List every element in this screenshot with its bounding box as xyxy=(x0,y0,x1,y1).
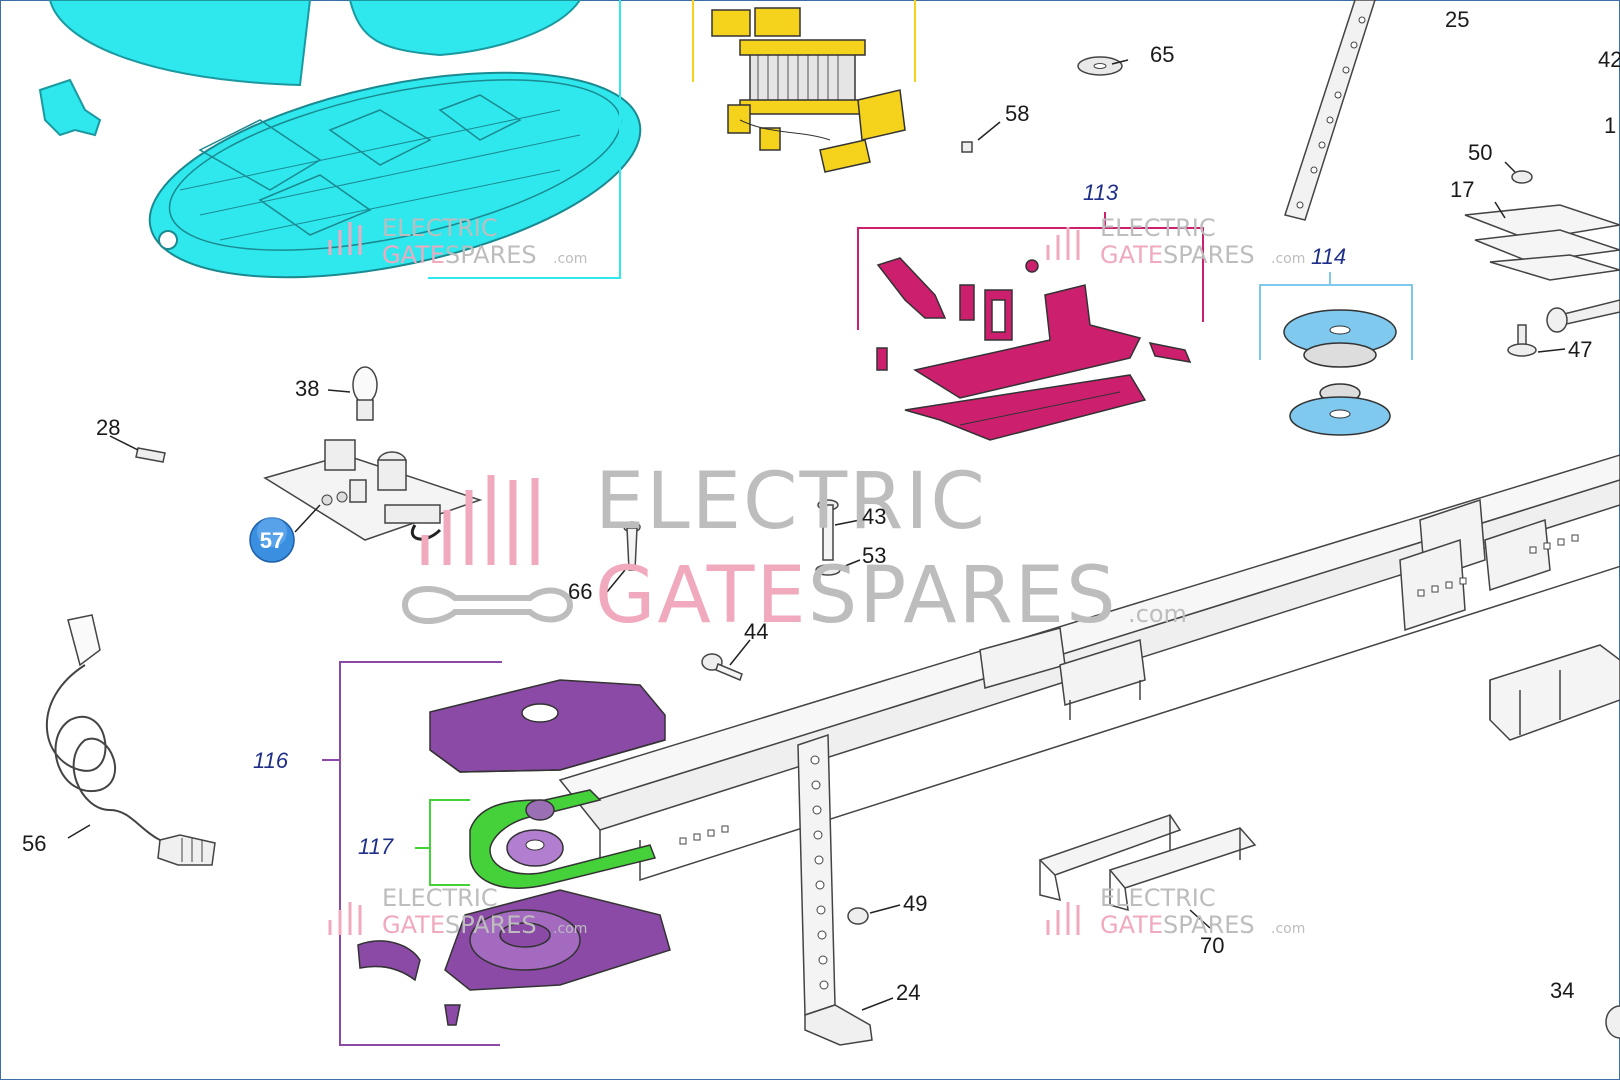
wm4-line2: GATESPARES xyxy=(1100,911,1255,939)
watermark-large: ELECTRIC GATESPARES .com xyxy=(401,457,1187,641)
watermark-small-tl: ELECTRIC GATESPARES .com xyxy=(328,214,587,269)
callout-47: 47 xyxy=(1568,337,1592,362)
callout-labels: 25 42 1 65 58 50 17 47 38 28 43 53 66 44… xyxy=(22,7,1620,1005)
wm1-line1: ELECTRIC xyxy=(382,214,498,242)
wm3-line2: GATESPARES xyxy=(382,911,537,939)
watermark-logo-icon xyxy=(328,902,362,935)
group-label-116: 116 xyxy=(253,748,289,773)
callout-44: 44 xyxy=(744,619,768,644)
carriage-group-113 xyxy=(857,212,1204,441)
callout-66: 66 xyxy=(568,579,592,604)
callout-38: 38 xyxy=(295,376,319,401)
callout-1: 1 xyxy=(1604,113,1616,138)
badge-57-label: 57 xyxy=(260,528,284,553)
wm3-gate: GATE xyxy=(382,911,445,939)
bracket-right xyxy=(1489,644,1620,741)
watermark-small-bl: ELECTRIC GATESPARES .com xyxy=(328,884,587,939)
watermark-gate: GATE xyxy=(595,551,808,641)
nut-50 xyxy=(1511,170,1533,184)
belt-group-117 xyxy=(415,789,657,889)
wm1-suffix: .com xyxy=(553,251,587,267)
pin-58 xyxy=(961,141,973,153)
callout-43: 43 xyxy=(862,504,886,529)
group-label-113: 113 xyxy=(1083,180,1119,205)
strap-24 xyxy=(797,733,873,1046)
callout-56: 56 xyxy=(22,831,46,856)
rail-track xyxy=(558,454,1620,882)
power-cord-56 xyxy=(45,614,216,866)
bolt-43 xyxy=(817,499,839,561)
callout-28: 28 xyxy=(96,415,120,440)
watermark-logo-icon xyxy=(328,222,362,255)
callout-58: 58 xyxy=(1005,101,1029,126)
wm4-suffix: .com xyxy=(1271,921,1305,937)
wm1-gate: GATE xyxy=(382,241,445,269)
circuit-board-57 xyxy=(263,439,483,541)
screw-66 xyxy=(623,521,641,571)
wm4-spares: SPARES xyxy=(1163,911,1255,939)
watermark-suffix: .com xyxy=(1128,600,1187,628)
transformer-assembly xyxy=(692,0,916,173)
washer-53 xyxy=(815,564,841,576)
cover-assembly xyxy=(38,0,642,279)
wm2-line1: ELECTRIC xyxy=(1100,214,1216,242)
watermark-line2: GATESPARES xyxy=(595,551,1118,641)
wm2-line2: GATESPARES xyxy=(1100,241,1255,269)
perforated-strap-25 xyxy=(1284,0,1376,221)
watermark-small-tr: ELECTRIC GATESPARES .com xyxy=(1046,214,1305,269)
wm3-spares: SPARES xyxy=(445,911,537,939)
leader-lines xyxy=(67,59,1566,1011)
callout-25: 25 xyxy=(1445,7,1469,32)
part-34 xyxy=(1605,1005,1620,1039)
bracket-70 xyxy=(1038,814,1257,912)
plates-17 xyxy=(1464,204,1620,281)
watermark-line1: ELECTRIC xyxy=(595,457,987,547)
screw-44 xyxy=(701,653,743,682)
badge-57[interactable]: 57 xyxy=(249,517,295,563)
wm4-gate: GATE xyxy=(1100,911,1163,939)
watermark-wrench-icon xyxy=(401,585,574,625)
washer-65 xyxy=(1077,56,1123,76)
pulley-group-114 xyxy=(1259,272,1413,436)
callout-53: 53 xyxy=(862,543,886,568)
wm3-suffix: .com xyxy=(553,921,587,937)
nut-49 xyxy=(847,907,869,925)
watermark-small-br: ELECTRIC GATESPARES .com xyxy=(1046,884,1305,939)
watermark-spares: SPARES xyxy=(808,551,1118,641)
callout-42: 42 xyxy=(1598,47,1620,72)
callout-24: 24 xyxy=(896,980,920,1005)
callout-50: 50 xyxy=(1468,140,1492,165)
watermark-logo-icon xyxy=(1046,902,1080,935)
watermark-logo-icon xyxy=(1046,227,1080,260)
wm4-line1: ELECTRIC xyxy=(1100,884,1216,912)
wm2-gate: GATE xyxy=(1100,241,1163,269)
wm3-line1: ELECTRIC xyxy=(382,884,498,912)
wm2-spares: SPARES xyxy=(1163,241,1255,269)
callout-17: 17 xyxy=(1450,177,1474,202)
housing-group-116 xyxy=(322,661,671,1046)
callout-65: 65 xyxy=(1150,42,1174,67)
callout-49: 49 xyxy=(903,891,927,916)
screw-47 xyxy=(1507,324,1537,357)
rod-pin xyxy=(1546,299,1620,333)
wm2-suffix: .com xyxy=(1271,251,1305,267)
watermark-logo-icon xyxy=(421,475,539,565)
wm1-spares: SPARES xyxy=(445,241,537,269)
callout-34: 34 xyxy=(1550,978,1574,1003)
wm1-line2: GATESPARES xyxy=(382,241,537,269)
group-label-114: 114 xyxy=(1311,244,1346,269)
group-label-117: 117 xyxy=(358,834,394,859)
fuse-28 xyxy=(135,447,166,463)
bulb-38 xyxy=(352,366,378,421)
callout-70: 70 xyxy=(1200,933,1224,958)
